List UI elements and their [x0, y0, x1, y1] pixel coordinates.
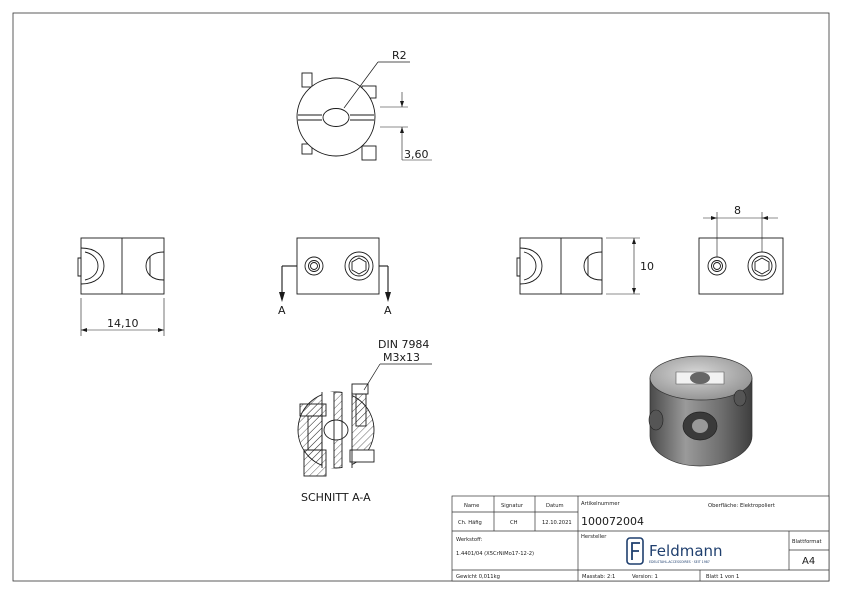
drawing-border [12, 12, 830, 582]
date-label: Datum [546, 503, 564, 509]
sheet-label: Blatt 1 von 1 [706, 574, 739, 580]
brand-name: Feldmann [649, 542, 723, 560]
hole-spacing-label: 8 [734, 204, 741, 217]
signature-label: Signatur [501, 503, 524, 509]
article-number-label: Artikelnummer [581, 501, 620, 507]
section-mark-left: A [278, 304, 286, 317]
section-view [297, 363, 432, 477]
screw-standard-label: DIN 7984 [378, 338, 429, 351]
screw-size-label: M3x13 [383, 351, 420, 364]
feldmann-logo: Feldmann EDELSTAHL-ACCESSOIRES · SEIT 19… [626, 537, 723, 565]
right-side-view [516, 237, 640, 295]
date-value: 12.10.2021 [542, 520, 572, 526]
rear-view [698, 212, 784, 295]
version-label: Version: 1 [632, 574, 658, 580]
format-label: Blattformat [792, 539, 822, 545]
brand-tagline: EDELSTAHL-ACCESSOIRES · SEIT 1987 [649, 560, 710, 564]
scale-label: Masstab: 2:1 [582, 574, 615, 580]
width-dimension-label: 14,10 [107, 317, 139, 330]
section-title: SCHNITT A-A [301, 491, 371, 504]
name-value: Ch. Häfig [458, 520, 482, 526]
format-value: A4 [802, 556, 815, 567]
material-value: 1.4401/04 (X5CrNiMo17-12-2) [456, 551, 534, 557]
name-label: Name [464, 503, 479, 509]
slot-height-label: 3,60 [404, 148, 429, 161]
front-view [279, 237, 391, 302]
top-view [296, 61, 432, 161]
weight-label: Gewicht 0,011kg [456, 574, 500, 580]
article-number: 100072004 [581, 515, 644, 528]
height-dimension-label: 10 [640, 260, 654, 273]
radius-label: R2 [392, 49, 407, 62]
signature-value: CH [510, 520, 518, 526]
manufacturer-label: Hersteller [581, 534, 607, 540]
surface-label: Oberfläche: [708, 503, 738, 509]
isometric-view [648, 355, 753, 467]
material-label: Werkstoff: [456, 537, 483, 543]
surface-value: Elektropoliert [740, 503, 775, 509]
left-side-view [77, 237, 165, 336]
section-mark-right: A [384, 304, 392, 317]
